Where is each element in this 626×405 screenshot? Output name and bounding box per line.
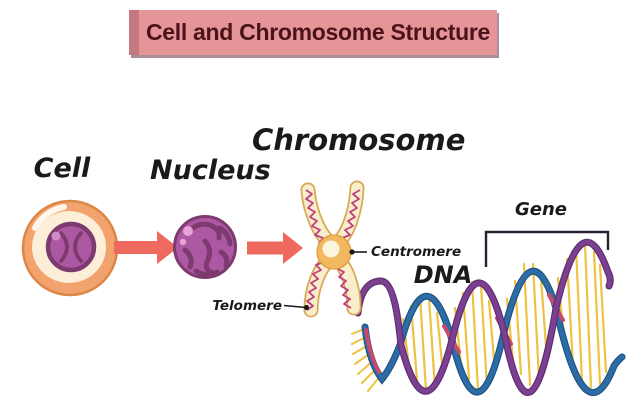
gene-label: Gene — [514, 199, 567, 220]
annotations — [283, 230, 610, 311]
chromatin-strands — [182, 221, 233, 278]
dna-label: DNA — [413, 261, 473, 289]
telomere-leader-dot — [303, 304, 310, 311]
chromatin-strand — [193, 268, 220, 278]
arrow-body — [114, 241, 157, 254]
telomere-label: Telomere — [212, 298, 282, 314]
dna-helix-illustration — [351, 238, 626, 396]
cell-membrane-highlight — [32, 204, 67, 231]
chromosome-illustration — [300, 180, 365, 318]
chromatin-strand — [217, 225, 233, 247]
chromatin-strand — [218, 249, 230, 269]
telomere-leader-line — [283, 304, 307, 309]
nucleus-label: Nucleus — [150, 155, 271, 186]
page-title: Cell and Chromosome Structure — [145, 19, 491, 45]
cell-label: Cell — [33, 153, 91, 184]
title-banner: Cell and Chromosome Structure — [129, 10, 497, 55]
chromosome-label: Chromosome — [252, 123, 466, 157]
dna-frayed-ends — [351, 327, 382, 392]
arrow-cell-to-nucleus — [114, 231, 178, 264]
nucleus-highlight — [183, 226, 193, 236]
dna-strand-purple — [355, 240, 613, 395]
arrow-body — [247, 241, 283, 255]
arrow-head — [157, 231, 178, 264]
dna-rungs — [401, 243, 608, 392]
chromatin-strand — [187, 221, 222, 241]
centromere-center-highlight — [322, 240, 340, 258]
chromatin-strand — [182, 247, 194, 270]
cell-nucleus — [45, 221, 97, 273]
cell-chromosome-x — [59, 231, 83, 263]
centromere-leader-dot — [349, 249, 355, 255]
arrow-nucleus-to-chromosome — [247, 232, 303, 264]
cell-illustration — [21, 199, 119, 297]
nucleus-highlight — [179, 238, 187, 246]
nucleus-illustration — [173, 215, 237, 279]
gene-bracket — [484, 230, 610, 267]
cell-nucleus-highlight — [51, 231, 61, 241]
centromere-label: Centromere — [371, 244, 462, 260]
chromatin-strand — [202, 238, 214, 275]
arrow-head — [283, 232, 303, 264]
chromosome-coil — [305, 189, 328, 247]
dna-strand-blue — [362, 269, 625, 395]
